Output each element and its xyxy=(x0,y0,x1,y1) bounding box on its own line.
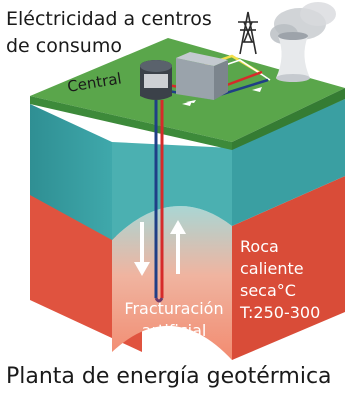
rock-right-face xyxy=(232,176,345,360)
caption: Planta de energía geotérmica xyxy=(6,364,332,389)
fracture-flow-arrows xyxy=(134,220,186,276)
wells xyxy=(154,100,164,303)
power-tower-icon xyxy=(238,11,258,55)
power-plant-icon xyxy=(140,52,228,100)
flow-arrow-icon xyxy=(182,87,262,106)
aquifer-layer-middle xyxy=(112,142,232,240)
ground-edge-right xyxy=(232,88,345,150)
cooling-tower-icon xyxy=(276,32,310,82)
ground-edge-left xyxy=(30,96,232,150)
aquifer-layer-left xyxy=(30,104,112,240)
aquifer-layer-right xyxy=(232,99,345,226)
